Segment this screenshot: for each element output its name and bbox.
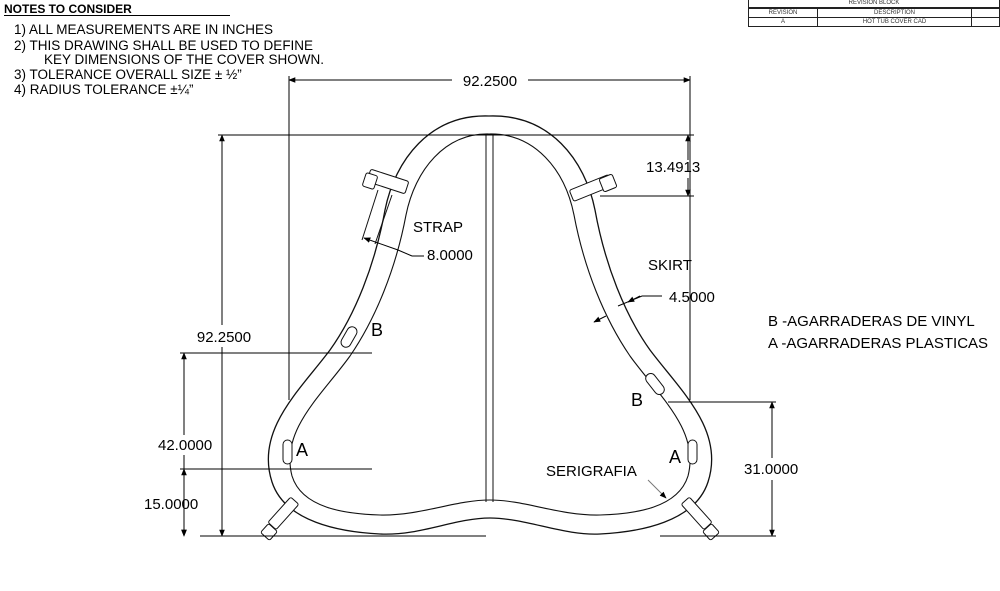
skirt-width-value: 4.5000 <box>669 289 715 306</box>
note-2a: 2) THIS DRAWING SHALL BE USED TO DEFINE <box>14 38 314 53</box>
serigrafia-arrow <box>647 479 667 499</box>
note-2b: KEY DIMENSIONS OF THE COVER SHOWN. <box>44 52 325 67</box>
legend-b: B -AGARRADERAS DE VINYL <box>768 313 975 330</box>
height-right-value: 31.0000 <box>744 461 798 478</box>
handle-b-left-label: B <box>371 320 383 340</box>
dimension-height-right <box>660 401 776 537</box>
cover-inner-outline <box>289 133 691 516</box>
top-offset-value: 13.4913 <box>646 159 700 176</box>
handle-b-right <box>645 372 665 396</box>
strap-top-left <box>361 169 409 245</box>
handle-a-left <box>282 439 293 465</box>
notes-title-underline <box>4 15 230 16</box>
strap-label: STRAP <box>413 219 463 236</box>
serigrafia-label: SERIGRAFIA <box>546 463 637 480</box>
cover-outer-outline <box>267 115 713 535</box>
dimension-top-offset <box>600 134 694 197</box>
note-1: 1) ALL MEASUREMENTS ARE IN INCHES <box>14 22 274 37</box>
notes-title: NOTES TO CONSIDER <box>4 2 132 16</box>
overall-height-value: 92.2500 <box>197 329 251 346</box>
overall-width-value: 92.2500 <box>463 73 517 90</box>
revision-block: REVISION BLOCK REVISION DESCRIPTION A HO… <box>748 0 1000 27</box>
handle-a-right <box>687 439 698 465</box>
dimension-overall-height <box>200 134 694 537</box>
handle-b-left <box>340 326 358 348</box>
dimension-overall-width <box>288 76 691 400</box>
height-b-value: 42.0000 <box>158 437 212 454</box>
note-4: 4) RADIUS TOLERANCE ±¼” <box>14 82 194 97</box>
strap-bottom-left <box>260 497 299 541</box>
strap-bottom-right <box>681 497 720 541</box>
handle-a-right-label: A <box>669 447 681 467</box>
dimension-skirt-width <box>593 295 662 323</box>
skirt-label: SKIRT <box>648 257 692 274</box>
strap-width-value: 8.0000 <box>427 247 473 264</box>
handle-b-right-label: B <box>631 390 643 410</box>
height-a-value: 15.0000 <box>144 496 198 513</box>
strap-top-right <box>569 173 618 202</box>
note-3: 3) TOLERANCE OVERALL SIZE ± ½” <box>14 67 242 82</box>
dimension-height-a <box>180 468 372 537</box>
handle-a-left-label: A <box>296 440 308 460</box>
dimension-strap-width <box>363 237 424 257</box>
legend-a: A -AGARRADERAS PLASTICAS <box>768 335 988 352</box>
